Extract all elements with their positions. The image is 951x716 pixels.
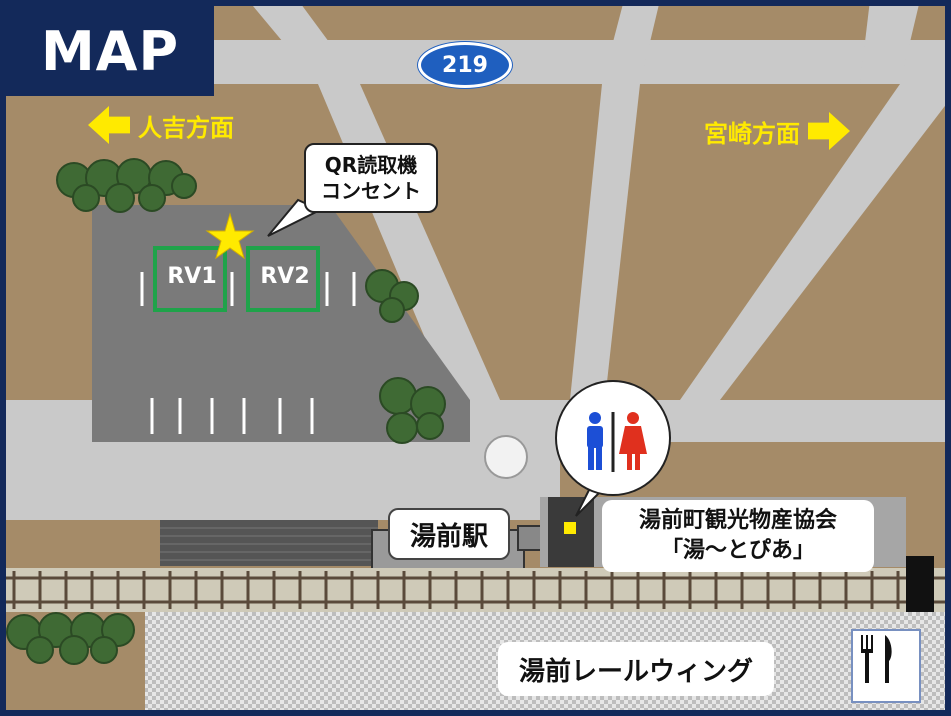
station-name-label: 湯前駅 xyxy=(388,508,510,560)
rail-sleepers xyxy=(12,571,900,609)
direction-left: 人吉方面 xyxy=(88,106,234,144)
fork-knife-icon xyxy=(861,635,892,683)
trees-top-left xyxy=(56,158,197,213)
platform-texture xyxy=(160,527,378,561)
station-plaza xyxy=(0,442,560,520)
callout-line1: QR読取機 xyxy=(324,153,418,177)
trees-right-of-lot xyxy=(365,269,419,323)
tourism-office-line1: 湯前町観光物産協会 xyxy=(638,508,837,534)
qr-reader-callout: QR読取機 コンセント xyxy=(304,143,438,213)
star-icon xyxy=(205,212,255,260)
direction-right-label: 宮崎方面 xyxy=(704,119,800,148)
platform-left xyxy=(160,520,378,566)
arrow-left-icon xyxy=(88,106,130,144)
direction-left-label: 人吉方面 xyxy=(138,113,234,142)
parking-stripes xyxy=(140,272,356,434)
rail-wing-label: 湯前レールウィング xyxy=(498,642,774,696)
rv2-label: RV2 xyxy=(260,264,310,289)
trees-bottom-left xyxy=(6,612,135,665)
road-top-far-right xyxy=(860,0,920,84)
restroom-marker xyxy=(564,522,576,534)
road-top-right-1 xyxy=(602,0,660,84)
road-center-right xyxy=(570,84,640,400)
rv1-label: RV1 xyxy=(167,264,217,289)
restroom-icon xyxy=(587,412,647,472)
trees-near-road xyxy=(379,377,446,444)
rv2-spot xyxy=(246,246,320,312)
callout-line2: コンセント xyxy=(321,179,421,203)
rv1-spot xyxy=(153,246,227,312)
restaurant-icon-box xyxy=(851,629,921,703)
tourism-office-label: 湯前町観光物産協会 「湯～とぴあ」 xyxy=(602,500,874,572)
diagonal-road-top-left xyxy=(248,0,360,84)
road-right-diagonal xyxy=(680,84,951,400)
tourism-office-line2: 「湯～とぴあ」 xyxy=(660,538,815,563)
arrow-right-icon xyxy=(808,112,850,150)
parking-lot xyxy=(92,205,470,442)
map-title: MAP xyxy=(6,6,214,96)
route-219-shield: 219 xyxy=(418,42,512,88)
direction-right: 宮崎方面 xyxy=(704,112,850,150)
roundabout xyxy=(484,435,528,479)
restroom-bubble xyxy=(555,380,671,496)
